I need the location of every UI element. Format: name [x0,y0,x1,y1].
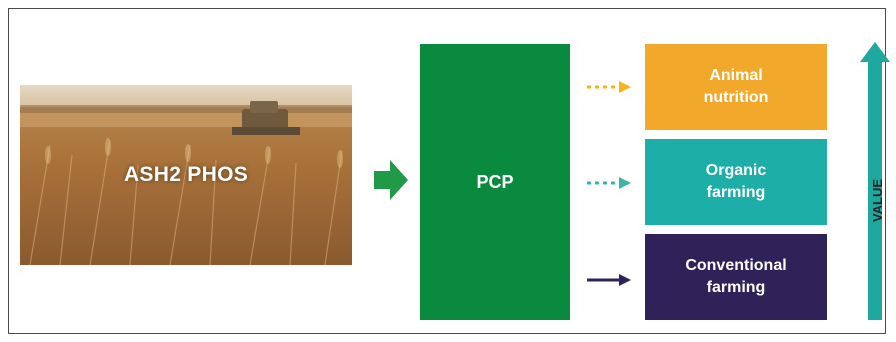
source-label: ASH2 PHOS [123,163,249,186]
output-label: Organic farming [705,162,767,201]
wheat-field-image [20,85,352,265]
solid-arrow-icon [587,274,631,286]
wheat-field-photo: ASH2 PHOS [20,85,352,265]
output-box-animal-nutrition: Animal nutrition [645,44,827,130]
output-label: Animal nutrition [703,67,769,106]
pcp-label: PCP [476,171,514,192]
pcp-process-box: PCP [420,44,570,320]
dotted-arrow-icon [587,81,631,93]
dotted-arrow-icon [587,177,631,189]
value-axis-label: VALUE [870,150,886,250]
output-box-organic-farming: Organic farming [645,139,827,225]
combine-harvester-icon [232,101,300,135]
output-label: Conventional farming [685,257,787,296]
output-box-conventional-farming: Conventional farming [645,234,827,320]
value-label-text: VALUE [870,178,886,222]
up-arrow-icon [860,42,890,320]
right-arrow-icon [374,160,408,200]
